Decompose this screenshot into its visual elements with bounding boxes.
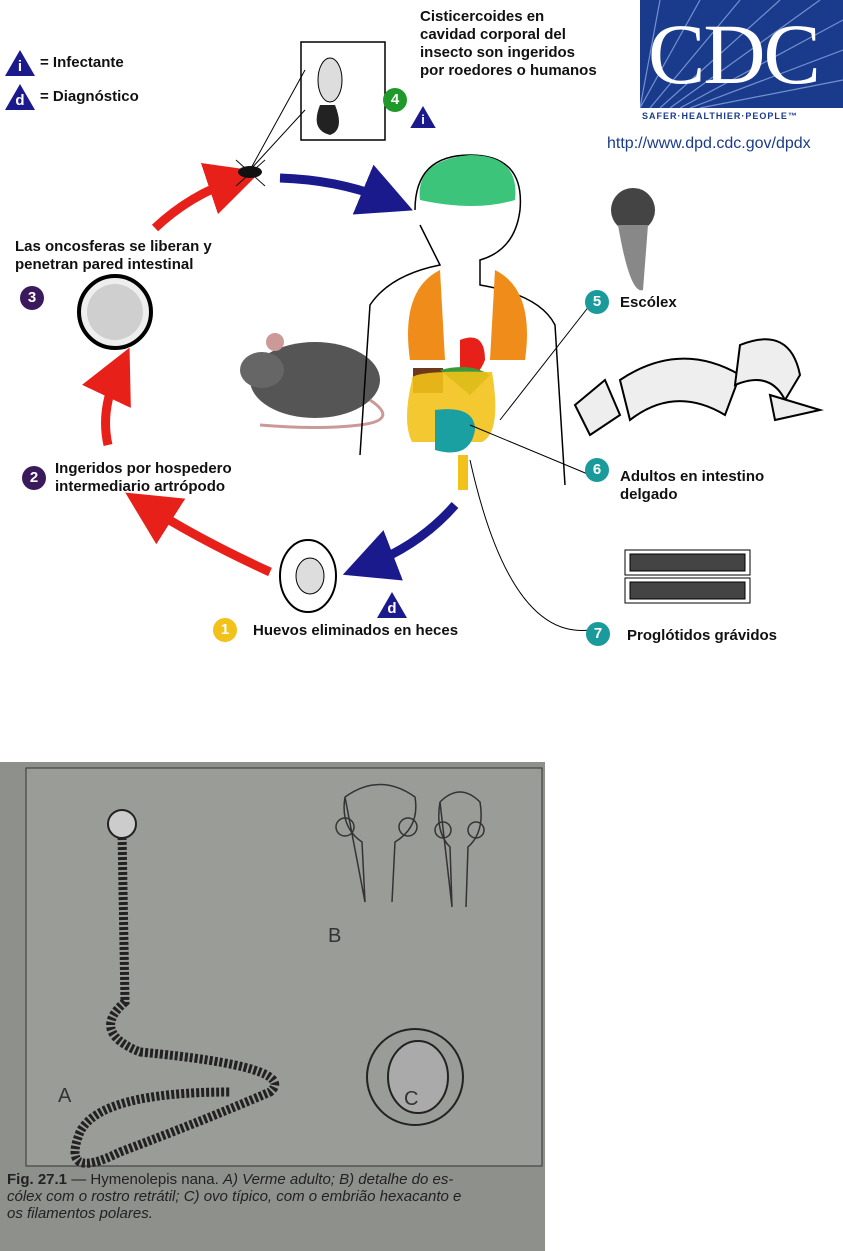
figure-caption: Fig. 27.1 — Hymenolepis nana. A) Verme a… [7, 1171, 537, 1222]
rat-image [240, 333, 385, 429]
step-6-label: Adultos en intestino delgado [620, 468, 764, 504]
step-4-line: cavidad corporal del [420, 26, 566, 43]
egg-drawing [366, 1028, 464, 1126]
step-7-badge: 7 [586, 622, 610, 646]
diagnostic-symbol: d [15, 92, 25, 109]
step-6-number: 6 [592, 461, 602, 478]
arrow-egg-to-arthropod [125, 492, 272, 577]
step-5-badge: 5 [585, 290, 609, 314]
cdc-url-link[interactable]: http://www.dpd.cdc.gov/dpdx [607, 135, 811, 152]
lifecycle-diagram [77, 41, 824, 632]
diagnostic-stage-icon: d [5, 84, 35, 110]
step-4-label: Cisticercoides en cavidad corporal del i… [420, 8, 597, 80]
arrow-host-to-egg [342, 502, 459, 581]
infective-stage-icon: i [5, 50, 35, 76]
step-1-number: 1 [220, 621, 230, 638]
step-6-badge: 6 [585, 458, 609, 482]
step-2-number: 2 [29, 469, 39, 486]
step-7-label: Proglótidos grávidos [627, 627, 778, 644]
step-3-label: Las oncosferas se liberan y penetran par… [15, 238, 212, 274]
infective-symbol: i [421, 112, 425, 128]
caption-line: os filamentos polares. [7, 1205, 153, 1222]
step-2-line: Ingeridos por hospedero [55, 460, 232, 477]
cdc-logo: CDC [640, 0, 843, 108]
label-c: C [404, 1088, 419, 1110]
step-5-number: 5 [592, 293, 602, 310]
caption-figure-number: Fig. 27.1 [7, 1171, 68, 1188]
step-4-badge: 4 [383, 88, 407, 112]
step-2-line: intermediario artrópodo [55, 478, 226, 495]
step-4-line: insecto son ingeridos [420, 44, 576, 61]
infective-stage-marker-icon: i [410, 105, 436, 129]
step-2-badge: 2 [22, 466, 46, 490]
infective-symbol: i [17, 58, 23, 75]
caption-line: cólex com o rostro retrátil; C) ovo típi… [7, 1188, 462, 1205]
label-b: B [328, 925, 342, 947]
legend-diagnostic-label: = Diagnóstico [40, 88, 139, 105]
gravid-proglottid-image [624, 549, 751, 604]
step-7-number: 7 [593, 625, 603, 642]
diagnostic-symbol: d [387, 600, 397, 617]
caption-species: — Hymenolepis nana. [67, 1171, 223, 1188]
adult-worm-image [573, 338, 824, 437]
step-4-line: por roedores o humanos [420, 62, 597, 79]
egg-image [279, 539, 337, 613]
diagnostic-stage-marker-icon: d [377, 592, 407, 618]
arrow-arthropod-to-oncosphere [82, 347, 131, 447]
step-5-label: Escólex [620, 294, 677, 311]
label-a: A [58, 1085, 72, 1107]
step-4-line: Cisticercoides en [420, 8, 545, 25]
cdc-tagline: SAFER·HEALTHIER·PEOPLE™ [642, 111, 798, 121]
step-3-line: Las oncosferas se liberan y [15, 238, 212, 255]
cdc-logo-text: CDC [648, 6, 821, 102]
arrow-oncosphere-to-insect [151, 162, 261, 232]
step-2-label: Ingeridos por hospedero intermediario ar… [55, 460, 232, 496]
beetle-icon [235, 159, 266, 187]
legend-infective-label: = Infectante [40, 54, 124, 71]
step-6-line: delgado [620, 486, 678, 503]
step-4-number: 4 [390, 91, 400, 108]
step-1-label: Huevos eliminados en heces [253, 622, 459, 639]
textbook-figure-photo: A B C Fig. 27.1 — Hymenolepis nana. A) V… [0, 762, 545, 1251]
scolex-detail-drawing [335, 783, 485, 908]
step-3-badge: 3 [20, 286, 44, 310]
scolex-image [611, 188, 655, 291]
adult-worm-drawing [70, 831, 280, 1168]
step-1-badge: 1 [213, 618, 237, 642]
step-3-line: penetran pared intestinal [15, 256, 194, 273]
step-3-number: 3 [27, 289, 37, 306]
arrow-insect-to-host [279, 164, 413, 215]
caption-line: A) Verme adulto; B) detalhe do es- [222, 1171, 454, 1188]
step-6-line: Adultos en intestino [620, 468, 765, 485]
